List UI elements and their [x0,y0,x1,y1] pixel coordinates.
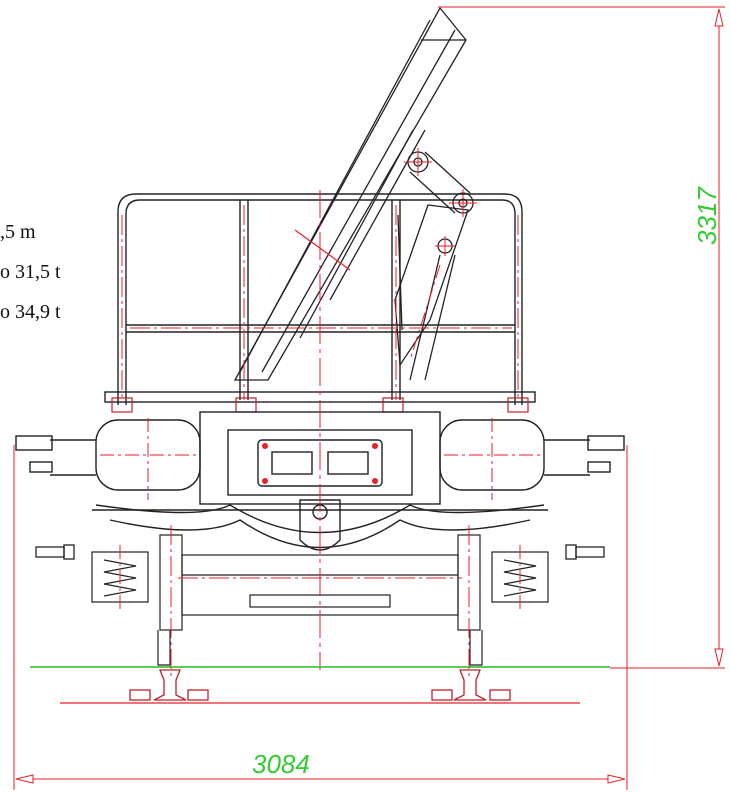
width-dimension-label: 3084 [252,749,310,779]
height-dimension-label: 3317 [692,186,722,245]
linkage-centerlines [404,148,477,361]
spec-note-reach: ,5 m [0,221,36,243]
railing-centerlines [121,205,519,400]
width-dimension [13,445,628,790]
buffers [35,544,605,560]
height-dimension [438,6,725,669]
spec-note-load-2: o 34,9 t [0,301,61,323]
jib-centerline [294,229,351,271]
coupler-bolts [262,443,378,484]
spec-note-load-1: o 31,5 t [0,261,61,283]
rails [129,669,511,701]
hydraulic-linkage [394,151,474,381]
